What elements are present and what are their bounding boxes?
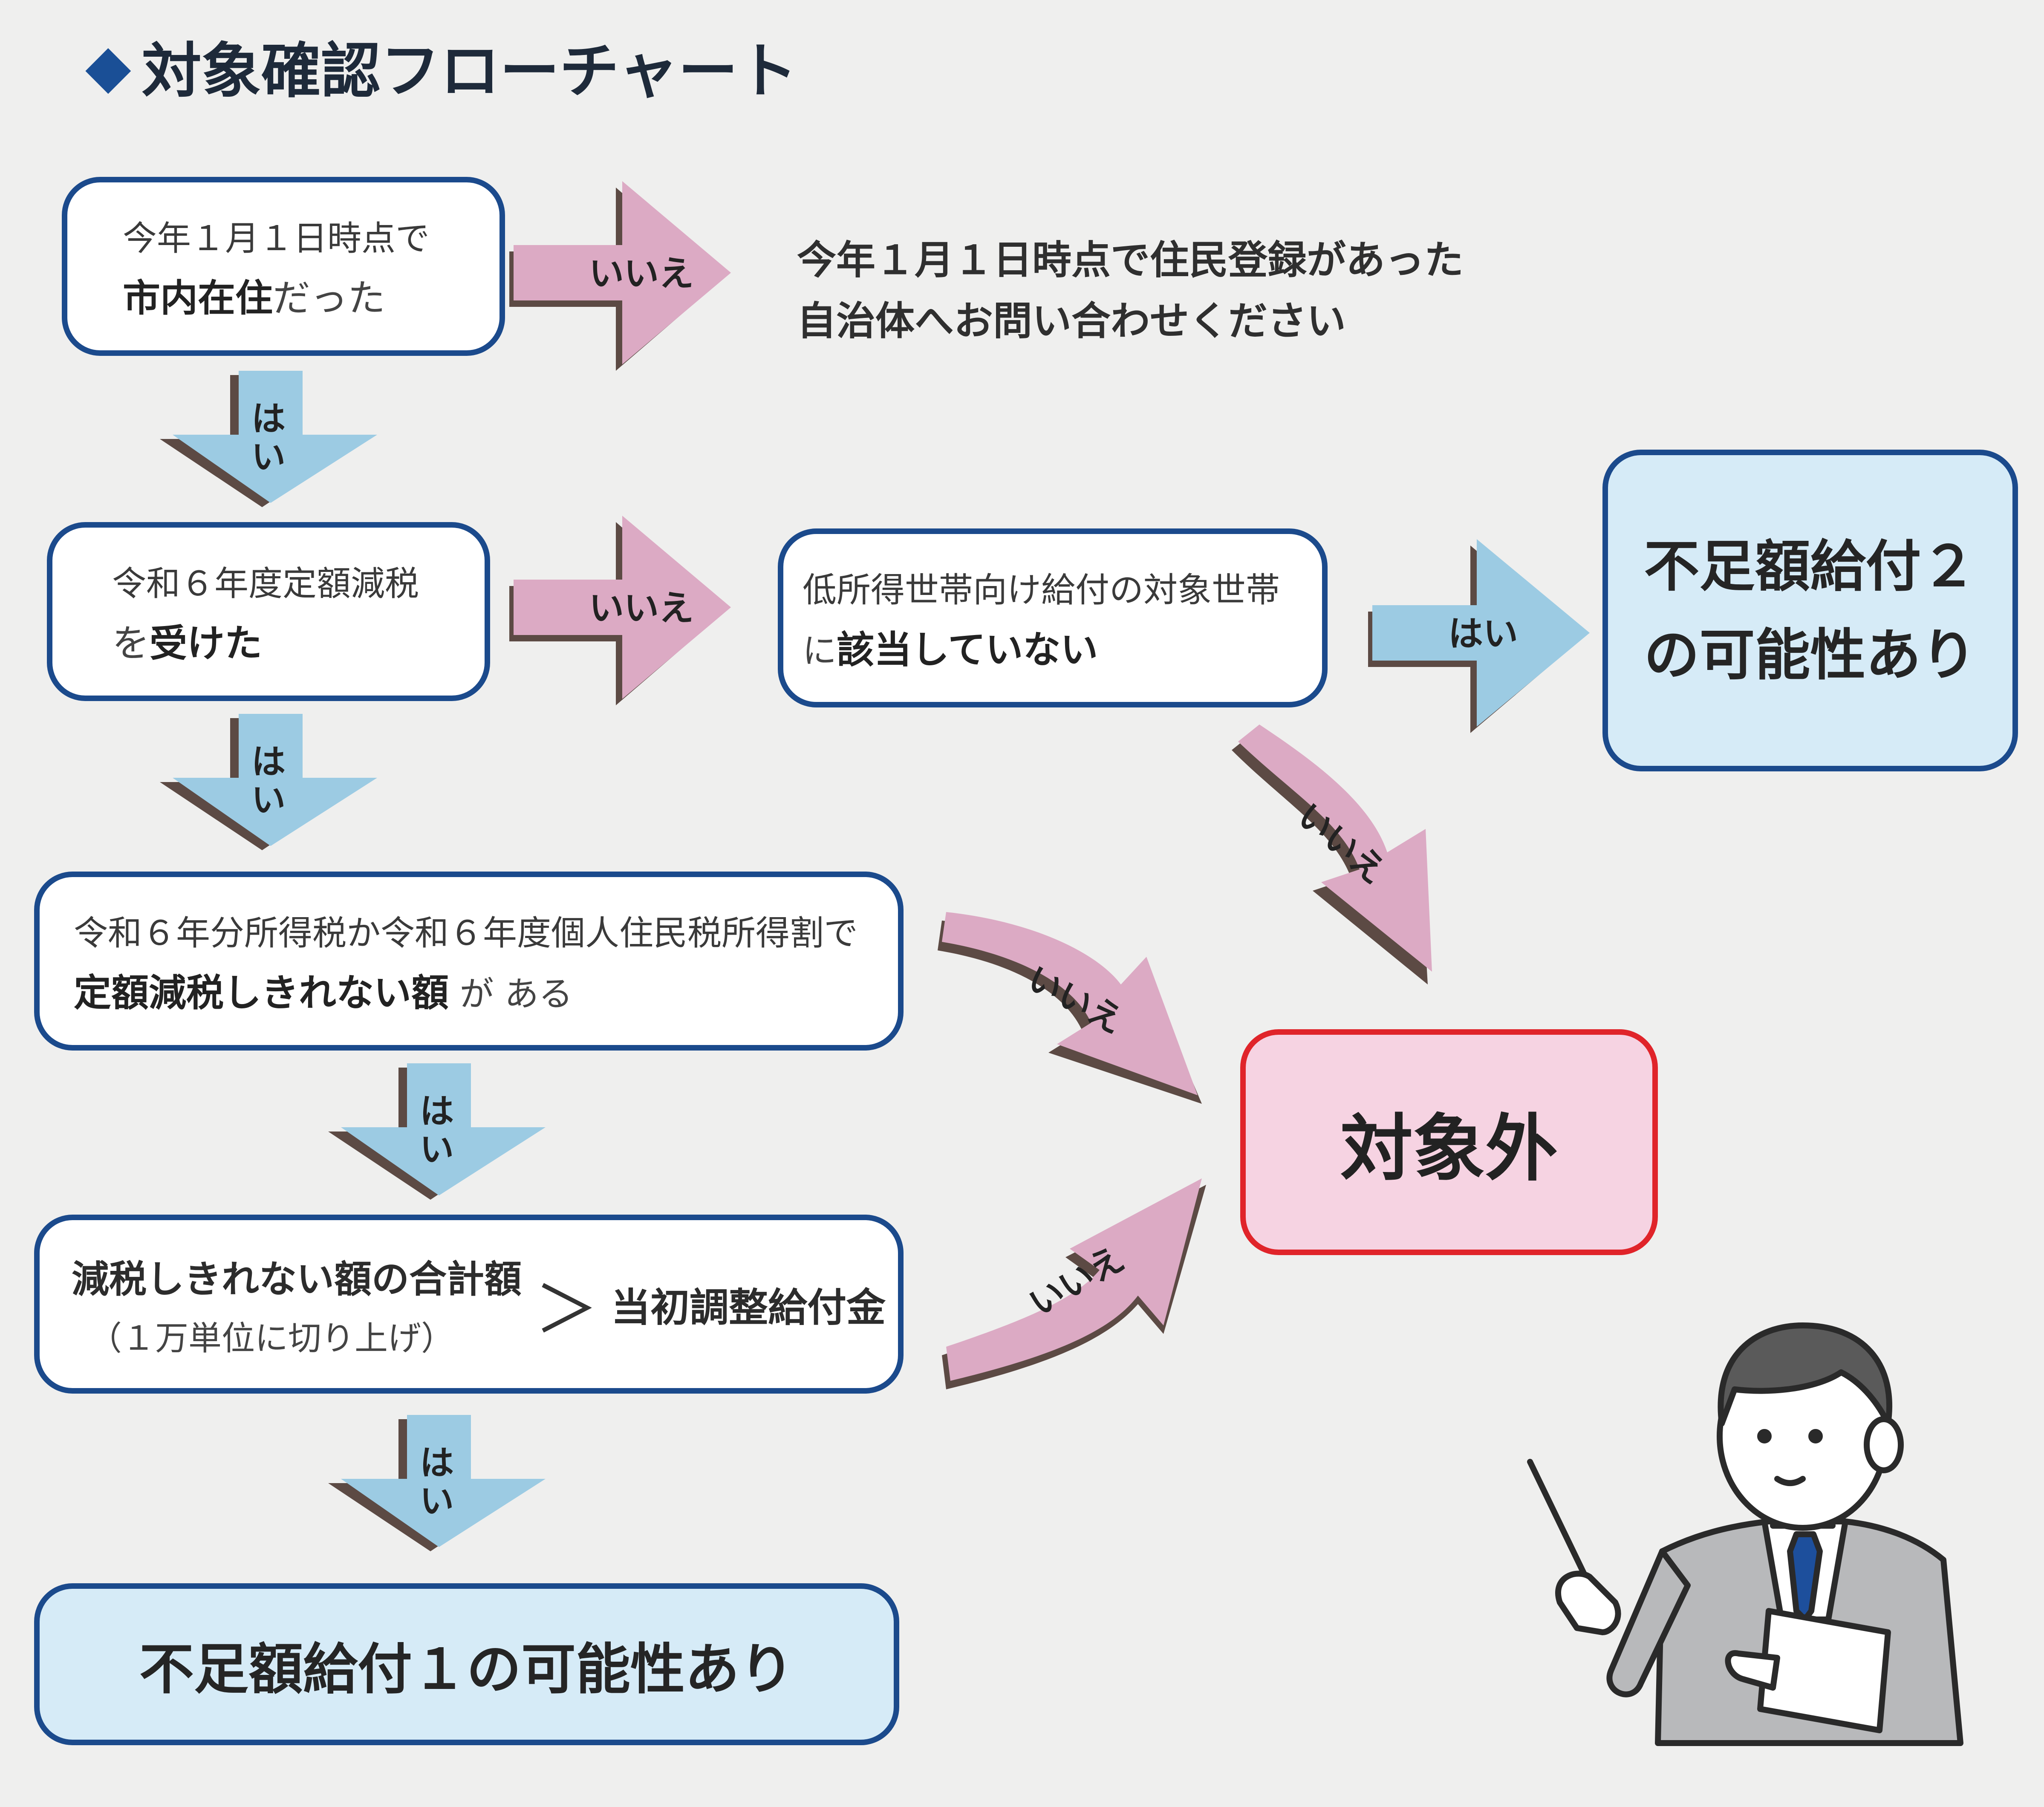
no-label: いいえ [589,588,694,629]
message-line-2: 自治体へお問い合わせください [797,298,1346,344]
question-line: 低所得世帯向け給付の対象世帯 [803,570,1280,610]
result-box-not-eligible: 対象外 [1240,1029,1658,1255]
yes-arrow-1: は い [160,371,377,507]
yes-label-a: は [420,1443,454,1483]
result-box-shortfall-1: 不足額給付１の可能性あり [34,1583,899,1745]
no-arrow-curved-1: いいえ [1232,725,1432,984]
presenter-illustration [1527,1322,1963,1746]
question-emphasis-line: を受けた [112,613,485,667]
result-box-shortfall-2: 不足額給付２ の可能性あり [1602,450,2018,771]
question-bold: 定額減税しきれない額 [74,970,449,1015]
question-rest: だった [273,276,386,320]
yes-label-b: い [251,437,286,477]
question-emphasis-line: 定額減税しきれない額 が ある [74,963,898,1017]
result-line-1: 不足額給付２ [1644,534,1977,599]
yes-label-b: い [420,1481,454,1521]
question-line: 令和６年度定額減税 [112,563,419,603]
inquiry-message: 今年１月１日時点で住民登録があった 自治体へお問い合わせください [797,230,1464,352]
yes-label-a: は [420,1091,454,1131]
yes-arrow-right: はい [1368,539,1590,733]
comparison-right: 当初調整給付金 [611,1285,886,1331]
question-line: 令和６年分所得税か令和６年度個人住民税所得割で [74,913,858,953]
yes-label: はい [1448,614,1518,654]
result-text: 対象外 [1340,1107,1558,1191]
question-box-tax-reduction: 令和６年度定額減税 を受けた [47,522,490,701]
question-box-total-comparison: 減税しきれない額の合計額 （１万単位に切り上げ） ＞ 当初調整給付金 [34,1215,904,1394]
yes-label-b: い [420,1130,454,1169]
question-line: 今年１月１日時点で [123,218,430,258]
question-bold: 市内在住 [123,276,273,320]
question-box-resident: 今年１月１日時点で 市内在住だった [62,177,505,356]
question-bold: 受けた [150,621,263,665]
comparison-sub: （１万単位に切り上げ） [89,1319,455,1358]
no-arrow-curved-2: いいえ [938,912,1202,1104]
title-text: 対象確認フローチャート [141,37,798,106]
comparison-bold: 減税しきれない額の合計額 [72,1257,522,1301]
yes-arrow-3: は い [328,1063,546,1200]
question-emphasis-line: に該当していない [803,620,1322,674]
no-arrow-curved-3: いいえ [942,1178,1206,1389]
diamond-icon: ◆ [85,31,131,101]
no-arrow-2: いいえ [509,516,731,705]
question-pre: に [803,631,837,671]
no-arrow-1: いいえ [509,181,731,371]
page-title: ◆ 対象確認フローチャート [85,23,797,109]
yes-label-a: は [251,399,286,439]
comparison-left: 減税しきれない額の合計額 （１万単位に切り上げ） [72,1249,522,1360]
no-label: いいえ [589,254,694,294]
result-line-2: の可能性あり [1644,622,1977,687]
question-emphasis-line: 市内在住だった [123,268,499,322]
question-box-low-income: 低所得世帯向け給付の対象世帯 に該当していない [778,528,1328,707]
yes-arrow-2: は い [160,714,377,850]
question-rest: が ある [449,974,573,1014]
question-box-unreduced-amount: 令和６年分所得税か令和６年度個人住民税所得割で 定額減税しきれない額 が ある [34,872,904,1051]
result-text: 不足額給付１の可能性あり [139,1637,794,1701]
greater-than-symbol: ＞ [534,1273,599,1347]
question-pre: を [112,621,150,665]
question-bold: 該当していない [837,627,1098,672]
yes-label-a: は [251,742,286,782]
yes-arrow-4: は い [328,1415,546,1551]
yes-label-b: い [251,780,286,820]
message-line-1: 今年１月１日時点で住民登録があった [797,237,1464,283]
